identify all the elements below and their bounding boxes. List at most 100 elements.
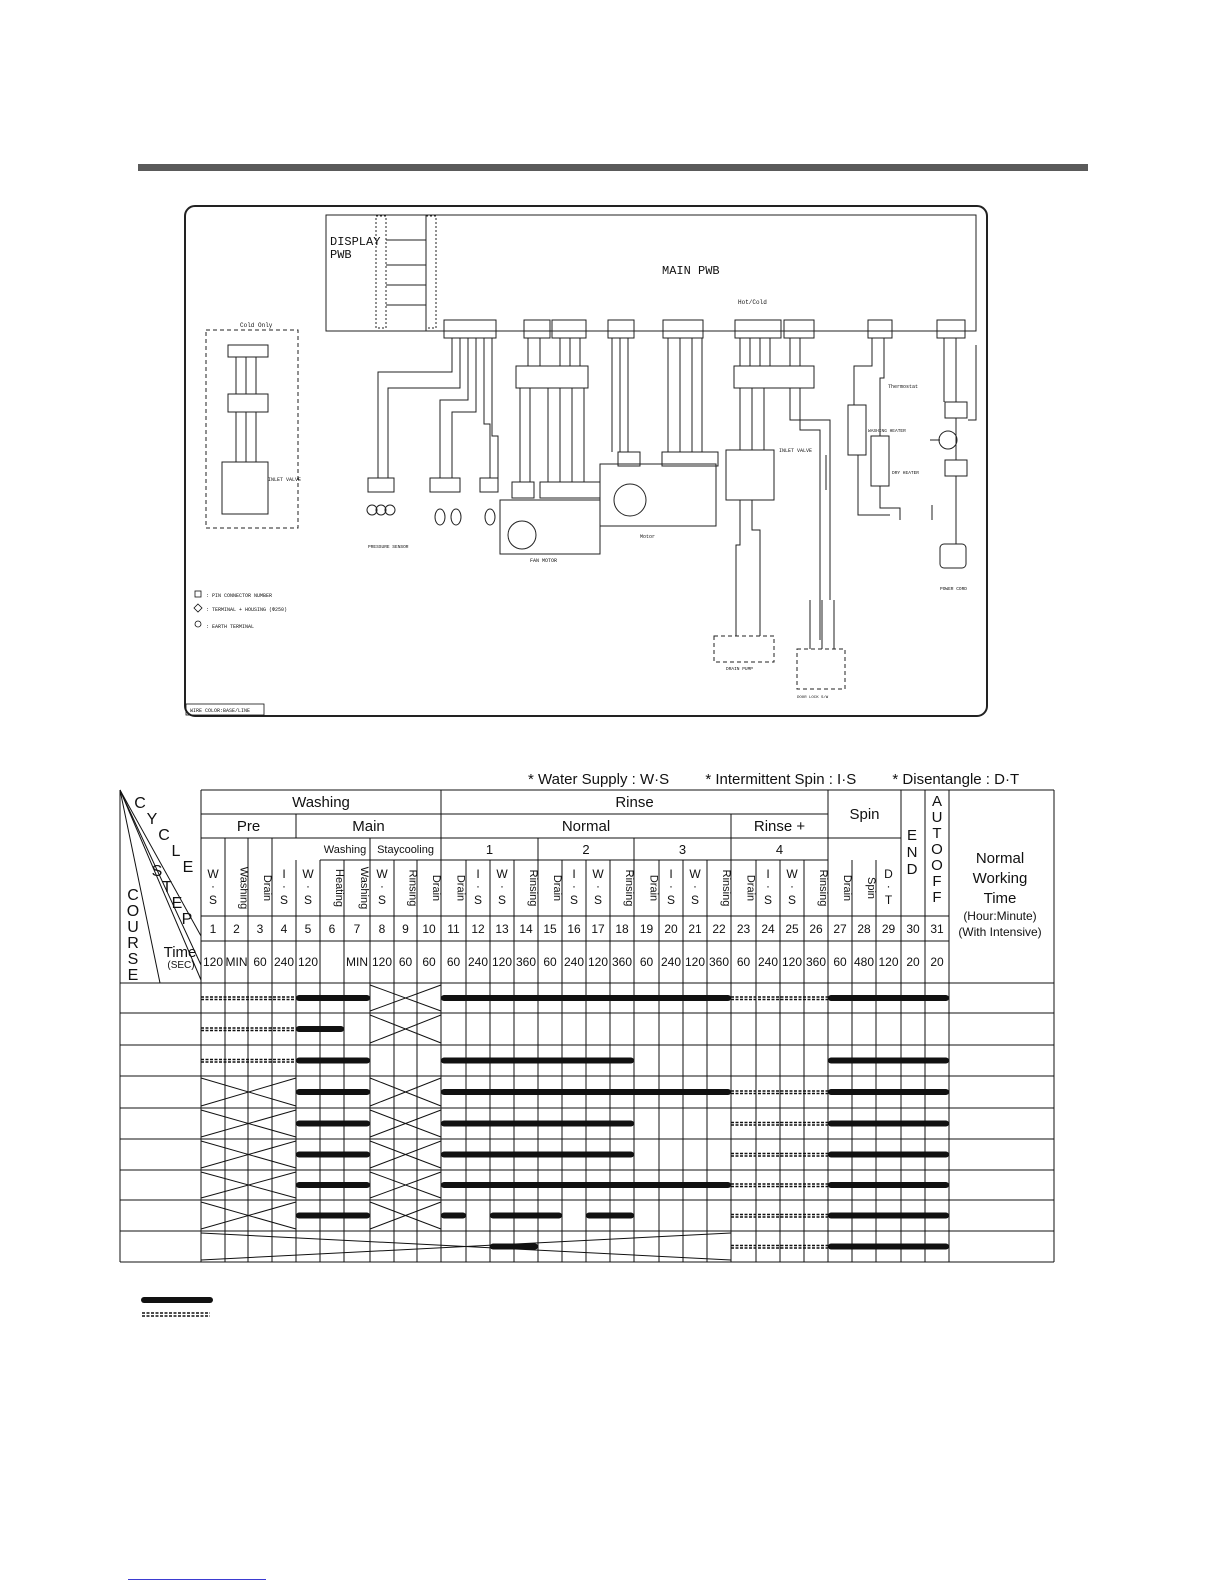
step-label-b-4: S xyxy=(280,893,288,907)
step-time-9: 60 xyxy=(399,955,413,969)
step-number-29: 29 xyxy=(882,922,896,936)
cross-mark xyxy=(369,1201,442,1230)
step-time-4: 240 xyxy=(274,955,294,969)
corner-course-letter: S xyxy=(128,951,139,968)
corner-diagonal xyxy=(119,789,202,981)
corner-time-unit: (SEC) xyxy=(167,960,194,971)
group-spin: Spin xyxy=(849,806,879,823)
step-label-b-20: S xyxy=(667,893,675,907)
step-label-10: Drain xyxy=(430,875,442,901)
group-auto-off-letter: A xyxy=(932,793,942,810)
earth-terminal-icon xyxy=(194,620,202,628)
step-number-14: 14 xyxy=(519,922,533,936)
step-number-17: 17 xyxy=(591,922,605,936)
abbr-intermittent-spin: * Intermittent Spin : I·S xyxy=(705,771,857,788)
cross-mark xyxy=(369,1014,442,1044)
step-number-23: 23 xyxy=(737,922,751,936)
step-number-19: 19 xyxy=(640,922,654,936)
corner-step-letter: P xyxy=(182,911,193,928)
corner-cycle-letter: C xyxy=(158,827,170,844)
step-number-20: 20 xyxy=(664,922,678,936)
group-auto-off-letter: O xyxy=(931,841,943,858)
cross-mark xyxy=(200,1201,297,1230)
step-number-26: 26 xyxy=(809,922,823,936)
step-label-17: W xyxy=(592,867,604,881)
step-time-11: 60 xyxy=(447,955,461,969)
cross-mark xyxy=(200,1109,297,1138)
step-number-1: 1 xyxy=(210,922,217,936)
step-label-dot-16: · xyxy=(572,879,576,893)
corner-course-letter: R xyxy=(127,935,139,952)
step-time-27: 60 xyxy=(833,955,847,969)
step-label-18: Rinsing xyxy=(623,870,635,907)
step-number-3: 3 xyxy=(257,922,264,936)
step-time-19: 60 xyxy=(640,955,654,969)
legend-pin: : PIN CONNECTOR NUMBER xyxy=(206,593,272,599)
step-number-13: 13 xyxy=(495,922,509,936)
rinse-set-3: 3 xyxy=(679,842,686,857)
step-label-dot-21: · xyxy=(693,879,697,893)
diagram-frame xyxy=(184,205,988,717)
step-time-18: 360 xyxy=(612,955,632,969)
cross-mark xyxy=(200,1077,297,1107)
cross-mark xyxy=(369,1171,442,1199)
step-time-7: MIN xyxy=(346,955,368,969)
step-label-29: D xyxy=(884,867,893,881)
step-number-5: 5 xyxy=(305,922,312,936)
corner-diagonal xyxy=(119,789,161,984)
step-time-29: 120 xyxy=(878,955,898,969)
step-number-6: 6 xyxy=(329,922,336,936)
dry-heater-label: DRY HEATER xyxy=(892,470,919,476)
step-label-dot-1: · xyxy=(211,879,215,893)
step-label-15: Drain xyxy=(551,875,563,901)
step-time-21: 120 xyxy=(685,955,705,969)
inlet-valve-label: INLET VALVE xyxy=(779,448,812,454)
thermostat-label: Thermostat xyxy=(888,384,918,390)
step-time-5: 120 xyxy=(298,955,318,969)
corner-step-letter: S xyxy=(152,863,163,880)
step-label-16: I xyxy=(572,867,575,881)
step-time-1: 120 xyxy=(203,955,223,969)
step-time-17: 120 xyxy=(588,955,608,969)
subgroup-3: Rinse + xyxy=(754,818,806,835)
step-number-31: 31 xyxy=(930,922,944,936)
cross-mark xyxy=(369,1109,442,1138)
cross-mark xyxy=(369,1077,442,1107)
step-number-28: 28 xyxy=(857,922,871,936)
rinse-set-2: 2 xyxy=(582,842,589,857)
step-label-b-5: S xyxy=(304,893,312,907)
step-number-7: 7 xyxy=(354,922,361,936)
step-number-16: 16 xyxy=(567,922,581,936)
pin-connector-icon xyxy=(194,590,202,598)
corner-cycle-letter: C xyxy=(134,795,146,812)
group-auto-off-letter: F xyxy=(932,873,941,890)
corner-course-letter: O xyxy=(127,903,139,920)
corner-cycle-letter: L xyxy=(172,843,181,860)
legend-earth: : EARTH TERMINAL xyxy=(206,624,254,630)
step-label-b-24: S xyxy=(764,893,772,907)
corner-course-letter: C xyxy=(127,887,139,904)
step-time-20: 240 xyxy=(661,955,681,969)
step-time-8: 120 xyxy=(372,955,392,969)
corner-cycle-letter: E xyxy=(183,859,194,876)
group-rinse: Rinse xyxy=(615,794,653,811)
step-label-28: Spin xyxy=(865,877,877,899)
step-label-dot-17: · xyxy=(596,879,600,893)
step-label-b-17: S xyxy=(594,893,602,907)
step-label-22: Rinsing xyxy=(720,870,732,907)
footer-link-line xyxy=(128,1579,266,1580)
step-time-2: MIN xyxy=(226,955,248,969)
motor-label: Motor xyxy=(640,534,655,540)
step-number-4: 4 xyxy=(281,922,288,936)
display-pwb-label-2: PWB xyxy=(330,248,352,262)
subgroup-0: Pre xyxy=(237,818,260,835)
step-time-13: 120 xyxy=(492,955,512,969)
step-label-7: Washing xyxy=(358,867,370,909)
fan-motor-label: FAN MOTOR xyxy=(530,558,557,564)
step-label-b-13: S xyxy=(498,893,506,907)
step-number-22: 22 xyxy=(712,922,726,936)
group-auto-off-letter: T xyxy=(932,825,941,842)
step-label-11: Drain xyxy=(455,875,467,901)
step-label-24: I xyxy=(766,867,769,881)
